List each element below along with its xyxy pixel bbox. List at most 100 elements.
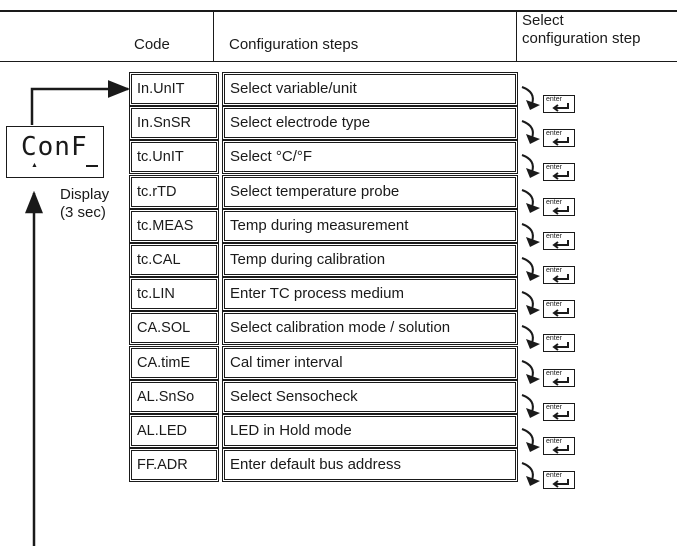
return-arrow-glyph (552, 206, 569, 215)
row-code: In.SnSR (129, 106, 219, 140)
enter-key-label: enter (546, 130, 562, 137)
display-indicator-icon: ▲ (31, 162, 38, 169)
row-step: Temp during calibration (222, 243, 518, 277)
enter-key-label: enter (546, 335, 562, 342)
display-duration-label-line2: (3 sec) (60, 204, 106, 221)
display-duration-label-line1: Display (60, 186, 110, 203)
step-pointer-arrow (521, 120, 534, 139)
step-pointer-arrow (521, 154, 534, 173)
step-pointer-arrowhead (526, 374, 540, 384)
enter-key-icon: enter (543, 369, 575, 387)
enter-key-icon: enter (543, 334, 575, 352)
row-step: Select variable/unit (222, 72, 518, 106)
enter-key-label: enter (546, 96, 562, 103)
header-steps-label: Configuration steps (229, 36, 359, 53)
row-step: LED in Hold mode (222, 414, 518, 448)
return-arrow-glyph (552, 137, 569, 146)
row-step: Select Sensocheck (222, 380, 518, 414)
row-code: AL.LED (129, 414, 219, 448)
step-pointer-arrowhead (526, 203, 540, 213)
row-code: tc.MEAS (129, 209, 219, 243)
header-bottom-rule (0, 61, 677, 62)
display-screen-text: ConF (21, 132, 88, 162)
return-arrow-glyph (552, 103, 569, 112)
return-arrow-glyph (552, 411, 569, 420)
device-display: ConF ▲ (6, 126, 104, 178)
enter-key-icon: enter (543, 95, 575, 113)
header-code-label: Code (134, 36, 170, 53)
return-arrow-glyph (552, 445, 569, 454)
step-pointer-arrowhead (526, 339, 540, 349)
step-pointer-arrowhead (526, 100, 540, 110)
enter-key-icon: enter (543, 232, 575, 250)
entry-arrow (30, 80, 131, 125)
return-arrow-glyph (552, 479, 569, 488)
enter-key-label: enter (546, 370, 562, 377)
step-pointer-arrow (521, 189, 534, 208)
enter-key-icon: enter (543, 471, 575, 489)
return-arrow-glyph (552, 240, 569, 249)
row-step: Cal timer interval (222, 346, 518, 380)
header-divider-code (213, 10, 214, 62)
header-top-rule (0, 10, 677, 12)
step-pointer-arrow (521, 86, 534, 105)
row-code: tc.UnIT (129, 140, 219, 174)
row-code: CA.timE (129, 346, 219, 380)
enter-key-icon: enter (543, 403, 575, 421)
return-arrow-glyph (552, 308, 569, 317)
header-divider-select (516, 10, 517, 62)
step-pointer-arrowhead (526, 408, 540, 418)
enter-key-label: enter (546, 438, 562, 445)
row-code: tc.CAL (129, 243, 219, 277)
display-cursor-mark (86, 165, 98, 167)
return-arrow-glyph (552, 342, 569, 351)
row-step: Select electrode type (222, 106, 518, 140)
enter-key-label: enter (546, 472, 562, 479)
enter-key-icon: enter (543, 300, 575, 318)
enter-key-label: enter (546, 301, 562, 308)
row-step: Select temperature probe (222, 175, 518, 209)
return-arrow-glyph (552, 377, 569, 386)
enter-key-icon: enter (543, 437, 575, 455)
enter-key-icon: enter (543, 198, 575, 216)
row-code: FF.ADR (129, 448, 219, 482)
row-step: Temp during measurement (222, 209, 518, 243)
step-pointer-arrow (521, 428, 534, 447)
step-pointer-arrowhead (526, 305, 540, 315)
step-pointer-arrowhead (526, 476, 540, 486)
enter-key-icon: enter (543, 129, 575, 147)
row-code: AL.SnSo (129, 380, 219, 414)
enter-key-icon: enter (543, 163, 575, 181)
step-pointer-arrow (521, 462, 534, 481)
enter-key-icon: enter (543, 266, 575, 284)
row-code: tc.LIN (129, 277, 219, 311)
row-code: In.UnIT (129, 72, 219, 106)
enter-key-label: enter (546, 233, 562, 240)
enter-key-label: enter (546, 267, 562, 274)
enter-key-label: enter (546, 164, 562, 171)
step-pointer-arrowhead (526, 168, 540, 178)
step-pointer-arrow (521, 360, 534, 379)
row-step: Select °C/°F (222, 140, 518, 174)
row-step: Enter default bus address (222, 448, 518, 482)
header-select-label-line2: configuration step (522, 30, 641, 47)
step-pointer-arrow (521, 291, 534, 310)
return-arrow-glyph (552, 171, 569, 180)
step-pointer-arrowhead (526, 442, 540, 452)
step-pointer-arrowhead (526, 271, 540, 281)
step-pointer-arrow (521, 257, 534, 276)
step-pointer-arrow (521, 394, 534, 413)
row-code: CA.SOL (129, 311, 219, 345)
step-pointer-arrow (521, 325, 534, 344)
step-pointer-arrowhead (526, 237, 540, 247)
header-select-label-line1: Select (522, 12, 564, 29)
step-pointer-arrow (521, 223, 534, 242)
row-code: tc.rTD (129, 175, 219, 209)
row-step: Enter TC process medium (222, 277, 518, 311)
enter-key-label: enter (546, 404, 562, 411)
step-pointer-arrowhead (526, 134, 540, 144)
return-arrow-glyph (552, 274, 569, 283)
enter-key-label: enter (546, 199, 562, 206)
row-step: Select calibration mode / solution (222, 311, 518, 345)
